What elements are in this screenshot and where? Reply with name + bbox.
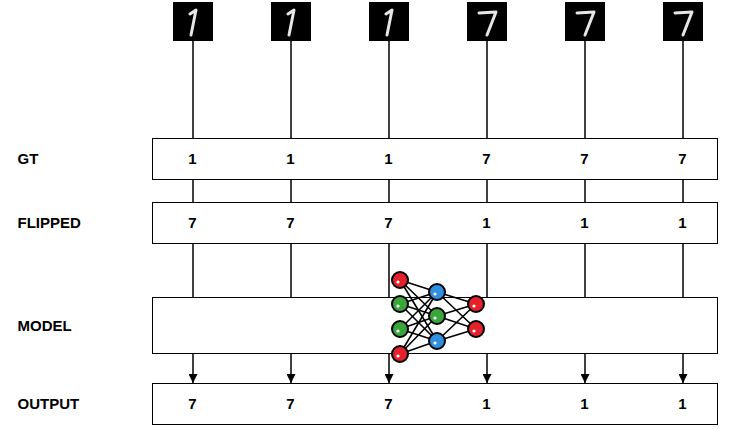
digit-one-image [173, 2, 213, 41]
row-label: FLIPPED [18, 214, 81, 231]
connector-arrow [486, 354, 488, 383]
connector-arrow [388, 354, 390, 383]
connector-line [584, 180, 586, 202]
row-label: MODEL [18, 317, 72, 334]
image-leads [193, 41, 683, 138]
digit-label: 1 [188, 150, 196, 167]
digit-label: 1 [482, 214, 490, 231]
connector-line [486, 180, 488, 202]
connector-line [192, 244, 194, 297]
digit-label: 1 [580, 214, 588, 231]
digit-label: 7 [580, 150, 588, 167]
gt-band: GT111777 [152, 138, 718, 180]
digit-one-image [271, 2, 311, 41]
digit-seven-image [663, 2, 703, 41]
digit-label: 7 [482, 150, 490, 167]
connector-line [192, 180, 194, 202]
digit-label: 1 [482, 395, 490, 412]
digit-one-image [369, 2, 409, 41]
output-band: OUTPUT777111 [152, 383, 718, 425]
digit-label: 1 [286, 150, 294, 167]
row-label: OUTPUT [18, 395, 80, 412]
digit-label: 7 [188, 214, 196, 231]
digit-label: 7 [188, 395, 196, 412]
digit-label: 1 [678, 214, 686, 231]
flipped-band: FLIPPED777111 [152, 202, 718, 244]
connector-line [682, 244, 684, 297]
connector-line [388, 244, 390, 297]
connector-arrow [682, 354, 684, 383]
digit-seven-image [565, 2, 605, 41]
connector-line [388, 180, 390, 202]
digit-label: 7 [678, 150, 686, 167]
connector-line [290, 244, 292, 297]
connector-arrow [584, 354, 586, 383]
digit-label: 1 [384, 150, 392, 167]
connector-arrow [192, 354, 194, 383]
digit-label: 7 [384, 214, 392, 231]
connector-arrow [290, 354, 292, 383]
connector-line [584, 244, 586, 297]
row-label: GT [18, 150, 39, 167]
digit-label: 7 [384, 395, 392, 412]
digit-label: 7 [286, 214, 294, 231]
connector-line [290, 180, 292, 202]
model-band: MODEL [152, 297, 718, 354]
digit-label: 1 [580, 395, 588, 412]
connector-line [486, 244, 488, 297]
digit-label: 7 [286, 395, 294, 412]
digit-label: 1 [678, 395, 686, 412]
digit-seven-image [467, 2, 507, 41]
connector-line [682, 180, 684, 202]
